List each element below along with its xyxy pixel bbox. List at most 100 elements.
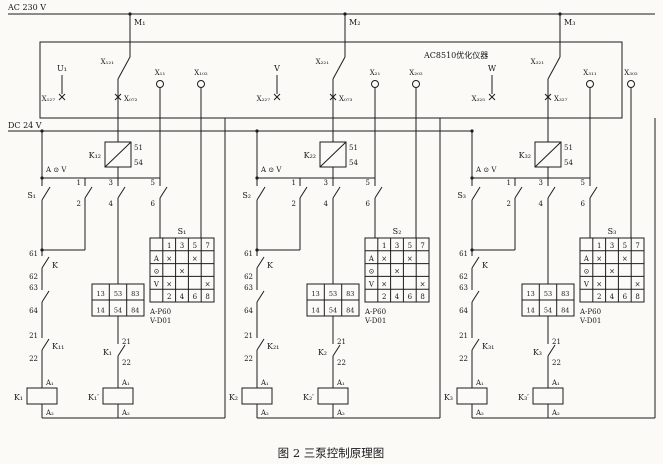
note-line-1: A-P60 [149,308,171,316]
block-pin: 53 [544,290,552,298]
terminal-b-label: X₀₇₃ [339,95,353,103]
bus-tap-label: M₁ [134,18,145,27]
figure-caption: 图 2 三泵控制原理图 [278,446,385,460]
table-mark: × [407,255,413,263]
table-mark: × [381,255,387,263]
contact-pin-22: 22 [459,355,468,363]
block-pin: 53 [114,290,122,298]
interface-relay: K₃₂ 51 54 [519,141,573,186]
table-row-label: ⊙ [583,268,589,276]
terminal-c1-label: X₃₁₁ [583,69,597,77]
table-notes: A-P60 V-D01 [579,308,601,325]
terminal-a-label: X₃₂₅ [472,95,486,103]
control-branch-a: 61 62 K 63 64 21 22 K₃₁ A₁ K₃ A₂ [444,129,494,418]
dc-junction-dot [40,129,44,133]
relay-label: K₃₂ [519,151,531,160]
contactor-coil-rect [241,387,273,405]
table-footer: 2 [167,293,171,301]
coil-pin-a1: A₁ [475,379,484,387]
note-line-2: V-D01 [579,317,601,325]
relay-pin-top: 51 [349,144,358,152]
table-footer: 4 [610,293,615,301]
block-pin: 53 [329,290,337,298]
coil-pin-a2: A₂ [45,409,54,417]
table-mark: × [622,255,628,263]
relay-pin-top: 51 [564,144,573,152]
disconnect-switch-label: X₂₂₁ [316,58,330,66]
table-header: 5 [193,242,197,250]
contact-pin-64: 64 [29,307,38,315]
block-pin: 84 [561,307,569,315]
terminal-circle-1 [156,80,164,88]
ac-power-bus: AC 230 V [7,3,655,15]
selector-pin-3: 3 [109,179,113,187]
control-branch-b: 13 53 83 14 54 84 21 22 K₁ A₁ K₁′ A₂ [88,283,145,418]
table-notes: A-P60 V-D01 [364,308,386,325]
table-row-label: A [368,255,375,263]
contact-pin-64: 64 [244,307,253,315]
coil-pin-a1: A₁ [260,379,269,387]
table-row-label: ⊙ [368,268,374,276]
contact-k-label: K [267,261,274,270]
pump-section: M₃ W X₃₂₅ X₃₂₁ X₃₂₇ X₃₁₁ X₃₀₂ [444,12,656,419]
relay-label: K₁₂ [89,151,101,160]
pump-section: M₂ V X₂₂₇ X₂₂₁ X₀₇₃ X₂₁ X₂₀₂ [229,12,441,419]
note-line-1: A-P60 [579,308,601,316]
table-footer: 2 [597,293,601,301]
control-branch-a: 61 62 K 63 64 21 22 K₂₁ A₁ K₂ A₂ [229,129,279,418]
coil-label: K₁′ [88,393,99,402]
selector-switch-label: S₁ [27,191,36,200]
selector-pin-1: 1 [292,179,296,187]
interface-relay: K₁₂ 51 54 [89,141,143,186]
selector-switch: A ⊙ V S₃ 1 2 3 4 5 6 [457,166,598,284]
block-pin: 13 [312,290,320,298]
selector-pin-6: 6 [151,200,156,208]
return-wire [42,118,226,419]
table-header: 5 [408,242,412,250]
disconnect-switch-label: X₁₂₁ [101,58,115,66]
coil-label: K₂ [229,393,238,402]
selector-positions-label: A ⊙ V [45,166,67,174]
table-header: 5 [623,242,627,250]
terminal-a-label: X₂₂₇ [257,95,271,103]
block-pin: 84 [131,307,139,315]
table-title: S₂ [393,227,402,236]
coil-pin-a2: A₂ [121,409,130,417]
table-mark: × [596,280,602,288]
table-notes: A-P60 V-D01 [149,308,171,325]
table-mark: × [205,280,211,288]
dc-junction-dot [255,129,259,133]
aux-contact-label: K₃₁ [482,342,494,351]
terminal-circle-1 [586,80,594,88]
table-header: 1 [382,242,386,250]
phase-label: V [273,64,280,73]
selector-pin-2: 2 [292,200,296,208]
contact-pin-62: 62 [29,273,38,281]
contact-pin-22: 22 [337,359,346,367]
table-header: 3 [610,242,614,250]
device-label: AC8510优化仪器 [423,50,488,60]
selector-pin-3: 3 [324,179,328,187]
bus-tap: M₃ [558,12,575,42]
table-row-label: A [583,255,590,263]
terminal-c1-label: X₁₁ [155,69,166,77]
block-pin: 14 [312,307,320,315]
table-header: 7 [635,242,639,250]
terminal-circle-2 [412,80,420,88]
terminal-c2-label: X₂₀₂ [409,69,423,77]
coil-label: K₂′ [303,393,314,402]
phase-label: U₁ [57,64,67,73]
table-mark: × [596,255,602,263]
table-footer: 8 [205,293,209,301]
disconnect-switch-label: X₃₂₁ [531,58,545,66]
contact-pin-21: 21 [337,338,346,346]
relay-pin-bottom: 54 [349,159,358,167]
contact-pin-63: 63 [244,284,253,292]
table-footer: 8 [420,293,424,301]
selector-pin-4: 4 [324,200,329,208]
selector-positions-label: A ⊙ V [475,166,497,174]
table-footer: 2 [382,293,386,301]
contact-pin-22: 22 [122,359,131,367]
dc-supply: DC 24 V [8,121,472,132]
table-footer: 6 [193,293,198,301]
